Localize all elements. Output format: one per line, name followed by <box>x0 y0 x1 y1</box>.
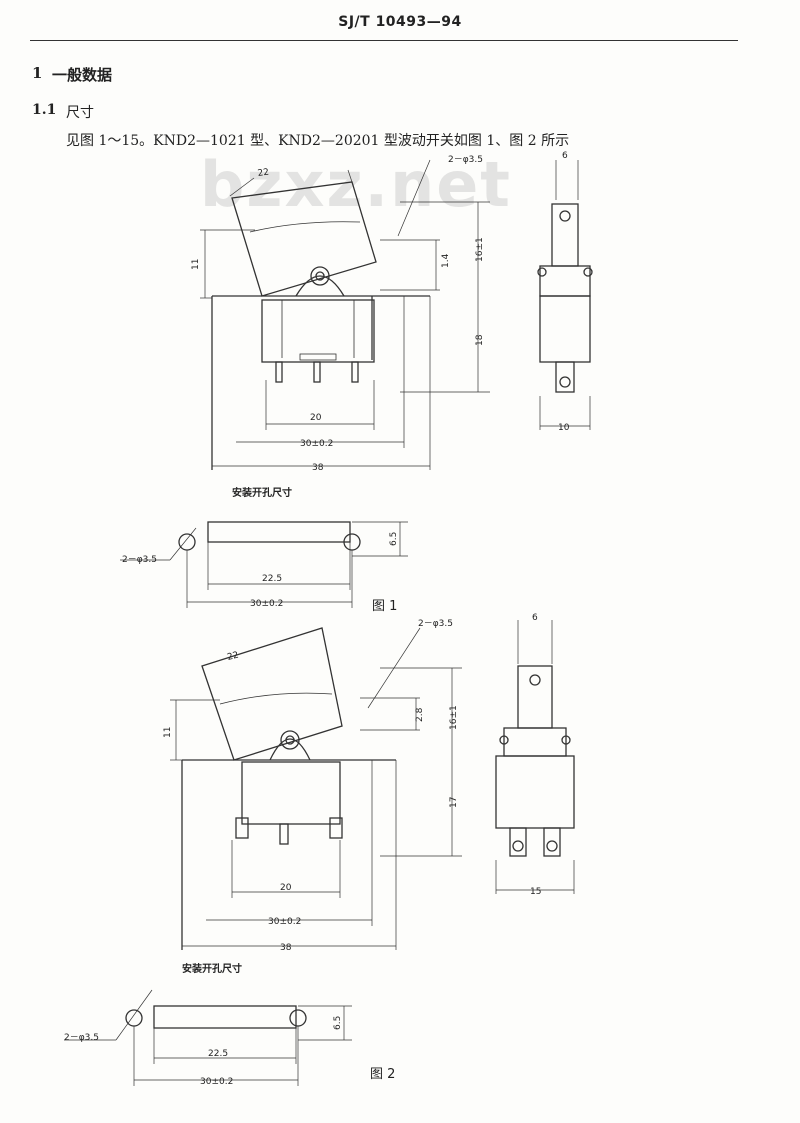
intro-paragraph: 见图 1～15。KND2—1021 型、KND2—20201 型波动开关如图 1… <box>66 133 570 149</box>
standard-code: SJ/T 10493—94 <box>338 14 462 30</box>
fig2-mount-h: 6.5 <box>333 1016 343 1030</box>
fig1-mount-h: 6.5 <box>389 532 399 546</box>
fig2-dim-h16: 16±1 <box>449 705 459 730</box>
fig2-switch-housing <box>241 761 341 825</box>
fig1-dim-h14: 1.4 <box>441 253 451 268</box>
fig2-side-view <box>495 620 575 894</box>
fig1-mount-w30: 30±0.2 <box>250 599 283 609</box>
fig1-dim-w38: 38 <box>312 463 324 473</box>
fig2-dim-h17: 17 <box>449 797 459 808</box>
fig1-side-width: 6 <box>562 151 568 161</box>
fig2-dim-w38: 38 <box>280 943 292 953</box>
section-1-number: 1 <box>32 64 43 82</box>
header-rule <box>30 40 738 41</box>
fig2-dim-h11: 11 <box>163 727 173 738</box>
fig2-dim-rocker: 22 <box>226 650 240 662</box>
fig1-dim-w20: 20 <box>310 413 322 423</box>
fig1-dim-h18: 18 <box>475 334 485 346</box>
fig2-rocker-actuator <box>201 627 343 761</box>
fig1-side-view <box>537 160 593 430</box>
fig1-side-w10: 10 <box>558 423 570 433</box>
fig1-dim-h16: 16±1 <box>475 237 485 262</box>
fig2-mount-w30: 30±0.2 <box>200 1077 233 1087</box>
fig2-side-width: 6 <box>532 613 538 623</box>
fig2-mount-cutout <box>64 989 352 1086</box>
fig2-dim-hole: 2－φ3.5 <box>418 619 453 629</box>
fig2-mount-w22: 22.5 <box>208 1049 228 1059</box>
watermark: bzxz.net <box>200 148 512 221</box>
section-1-1-title: 尺寸 <box>66 105 94 121</box>
fig1-mount-w22: 22.5 <box>262 574 282 584</box>
fig1-dim-w30: 30±0.2 <box>300 439 333 449</box>
fig1-mount-cutout <box>120 521 408 608</box>
fig2-dim-w30: 30±0.2 <box>268 917 301 927</box>
fig2-mount-title: 安装开孔尺寸 <box>182 962 242 975</box>
section-1-title: 一般数据 <box>52 66 113 84</box>
fig1-dim-h11: 11 <box>191 259 201 270</box>
fig2-side-w15: 15 <box>530 887 541 897</box>
fig2-dim-h28: 2.8 <box>415 707 425 722</box>
fig2-dim-w20: 20 <box>280 883 292 893</box>
section-1-1-number: 1.1 <box>32 102 57 118</box>
fig1-mount-hole: 2－φ3.5 <box>122 555 157 565</box>
rocker-actuator <box>231 181 377 297</box>
figure-1-caption: 图 1 <box>372 599 397 614</box>
fig1-mount-title: 安装开孔尺寸 <box>232 486 292 499</box>
fig1-dim-hole: 2－φ3.5 <box>448 155 483 165</box>
figure-2-caption: 图 2 <box>370 1067 395 1082</box>
switch-housing <box>261 299 375 363</box>
fig2-mount-hole: 2－φ3.5 <box>64 1033 99 1043</box>
fig1-dim-rocker: 22 <box>257 167 270 178</box>
